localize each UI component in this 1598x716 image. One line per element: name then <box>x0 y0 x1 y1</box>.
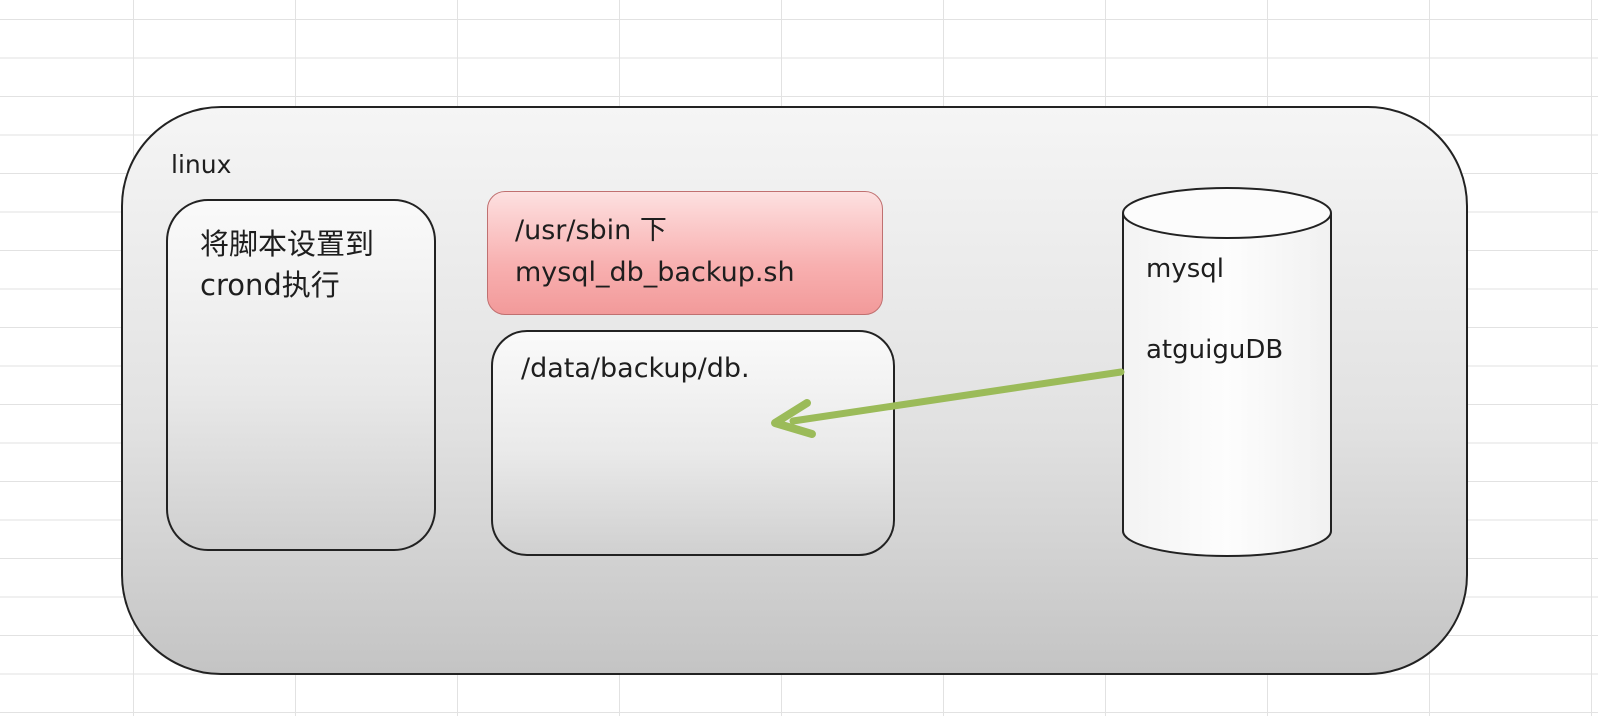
db-name-label: atguiguDB <box>1146 335 1284 365</box>
cylinder-top <box>1122 187 1332 239</box>
script-label-path: /usr/sbin 下 <box>515 215 667 246</box>
script-label-file: mysql_db_backup.sh <box>515 257 795 288</box>
arrow-head <box>771 399 816 438</box>
backup-box <box>491 330 895 556</box>
database-cylinder <box>1122 187 1332 557</box>
linux-label: linux <box>171 150 232 179</box>
arrow-shaft <box>789 368 1125 425</box>
script-label: /usr/sbin 下 mysql_db_backup.sh <box>515 210 795 294</box>
crond-box <box>166 199 436 551</box>
crond-label-line-1: 将脚本设置到 <box>200 227 375 261</box>
cylinder-body <box>1122 213 1332 557</box>
backup-arrow <box>771 368 1125 438</box>
crond-label: 将脚本设置到 crond执行 <box>200 224 374 306</box>
crond-label-line-2: crond执行 <box>200 268 340 302</box>
script-box <box>487 191 883 315</box>
db-engine-label: mysql <box>1146 254 1224 284</box>
backup-label: /data/backup/db. <box>521 353 750 384</box>
